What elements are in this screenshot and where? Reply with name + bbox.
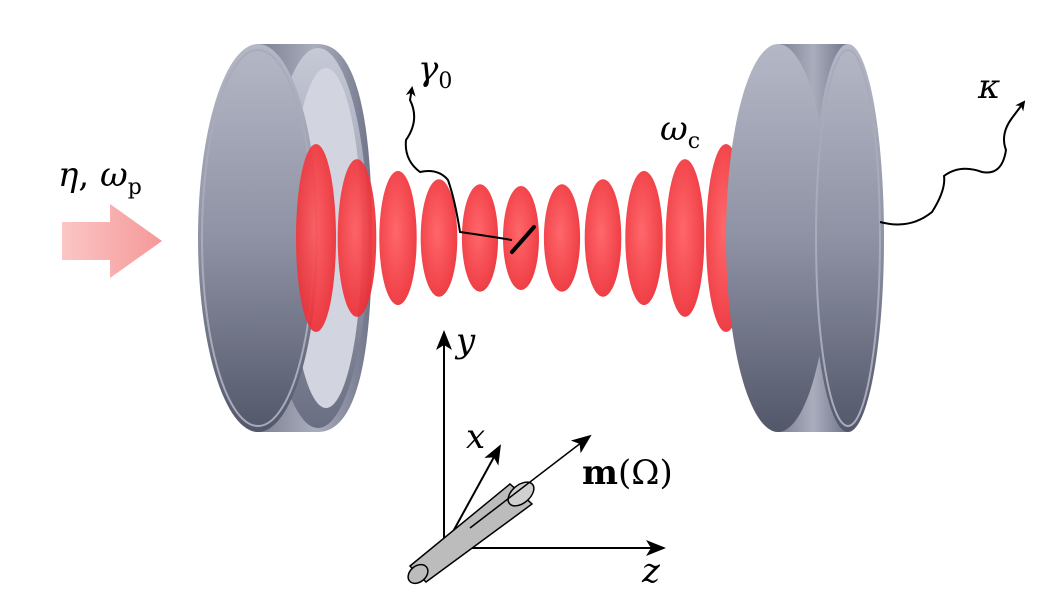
right-mirror xyxy=(726,44,884,432)
mode-lobe xyxy=(665,159,705,317)
m-omega-label: m(Ω) xyxy=(582,453,673,493)
rod-particle xyxy=(407,481,535,585)
omega-c-label: ωc xyxy=(660,109,700,154)
mode-lobe xyxy=(503,186,539,290)
pump-label: η, ωp xyxy=(58,155,142,200)
x-axis-label: x xyxy=(466,417,485,457)
pump-arrow xyxy=(62,204,162,278)
nanoparticle-marker xyxy=(510,225,536,254)
mode-lobe xyxy=(420,179,458,297)
kappa-decay-wiggle xyxy=(879,100,1026,226)
mode-lobe xyxy=(296,144,336,332)
y-axis-label: y xyxy=(454,321,476,361)
gamma-decay-wiggle xyxy=(404,86,513,241)
kappa-label: κ xyxy=(977,67,1000,107)
cavity-mode-lobes xyxy=(296,144,746,332)
z-axis-label: z xyxy=(641,551,661,591)
gamma-label: γ0 xyxy=(418,49,452,94)
mode-lobe xyxy=(379,170,417,306)
mode-lobe xyxy=(461,184,499,292)
m-omega-vector xyxy=(469,434,592,529)
mode-lobe xyxy=(543,184,581,292)
mode-lobe xyxy=(337,159,377,317)
mode-lobe xyxy=(625,170,663,306)
mode-lobe xyxy=(584,179,622,297)
